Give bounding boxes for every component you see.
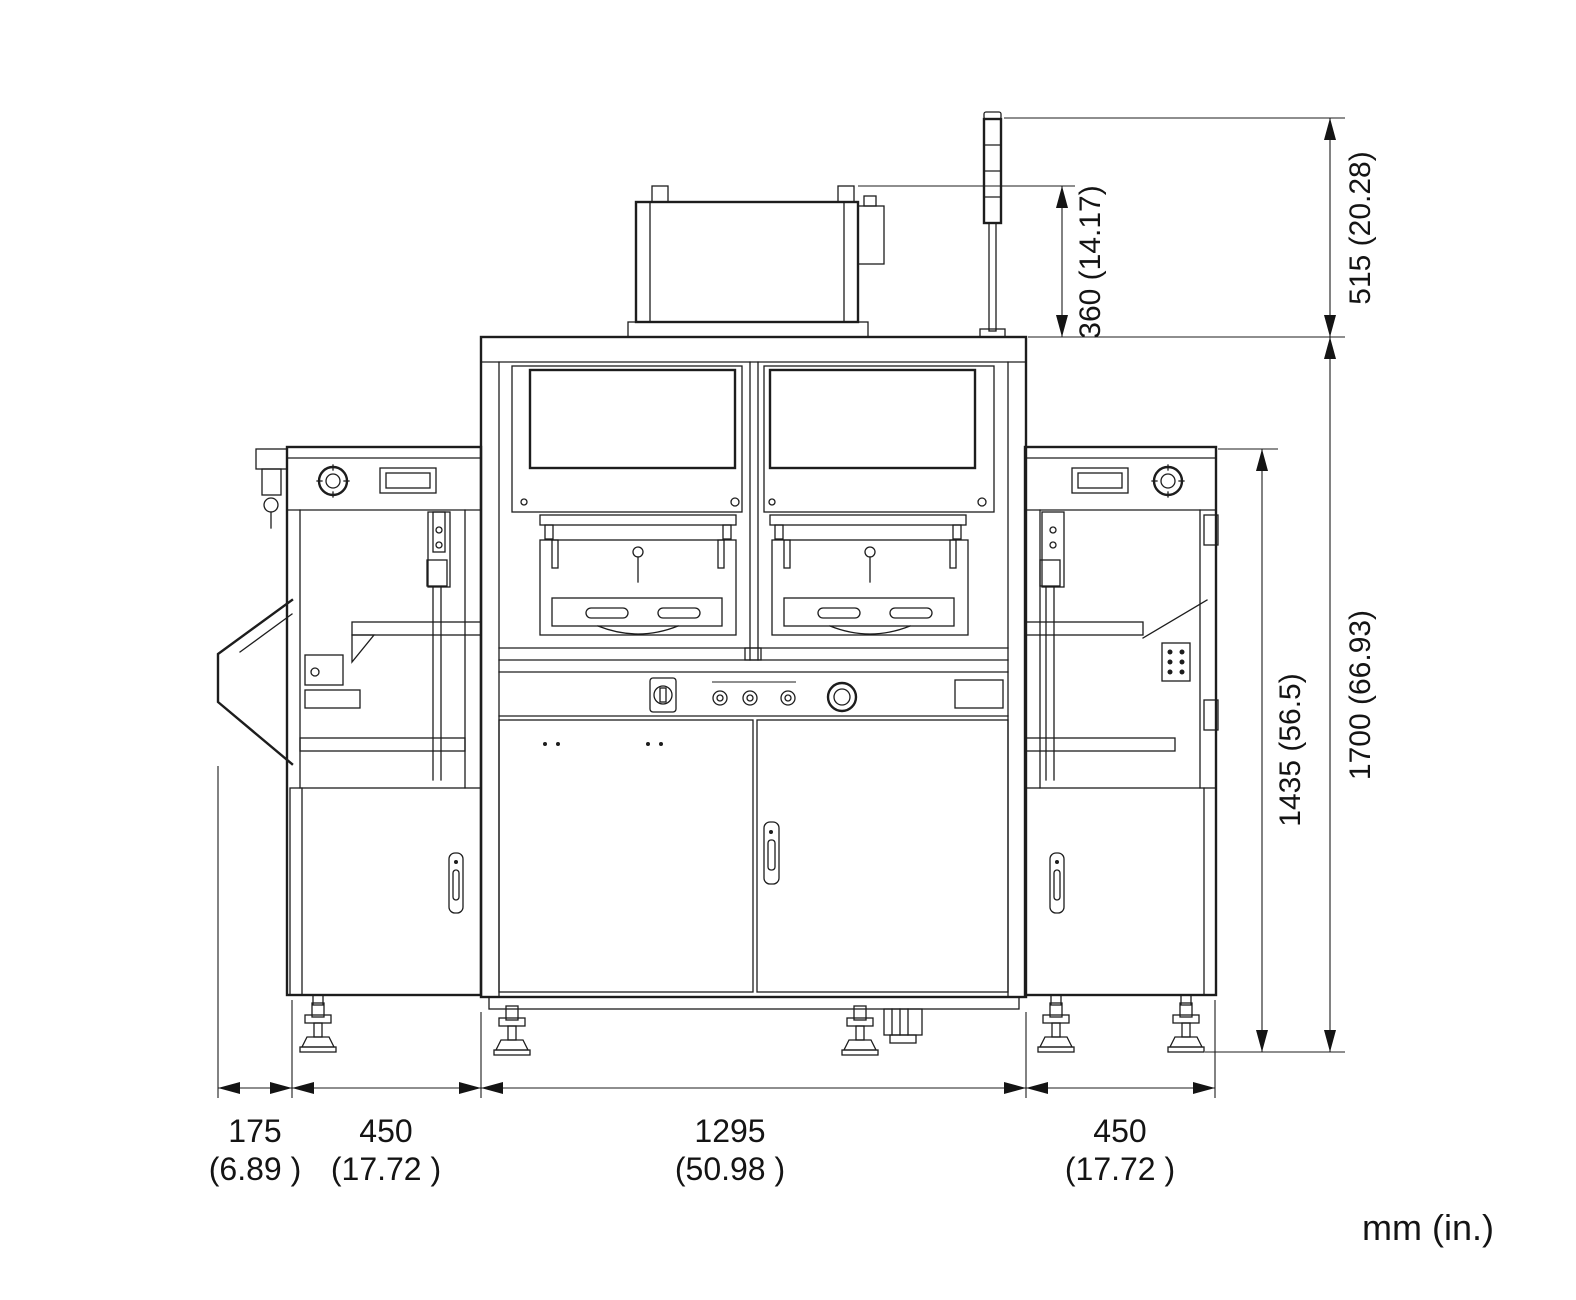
- leveling-foot: [1037, 1002, 1075, 1053]
- dim-signal-tower-height: 515 (20.28): [1324, 118, 1377, 337]
- dim-main-body-width: 1295 (50.98 ): [675, 1113, 785, 1187]
- lower-rail: [299, 737, 466, 752]
- status-display: [1071, 467, 1129, 494]
- leveling-foot: [299, 1002, 337, 1053]
- main-body: [479, 335, 1028, 1056]
- lower-doors: [498, 719, 1009, 993]
- dim-label-515: 515 (20.28): [1344, 151, 1377, 304]
- left-work-chamber: [539, 539, 737, 636]
- dim-module-height: 1435 (56.5): [1256, 449, 1307, 1052]
- dim-left-chute-width: 175 (6.89 ): [209, 1113, 301, 1187]
- conveyor-band: [498, 647, 1009, 661]
- push-button-1: [712, 690, 728, 706]
- leveling-foot: [493, 1005, 531, 1056]
- dim-inches-450-right: (17.72 ): [1065, 1151, 1175, 1187]
- left-module: [216, 445, 483, 1053]
- round-connector: [316, 464, 350, 498]
- dim-label-1435: 1435 (56.5): [1274, 673, 1307, 826]
- dim-label-360: 360 (14.17): [1074, 185, 1107, 338]
- signal-tower: [979, 111, 1006, 338]
- right-hood-window: [763, 365, 995, 540]
- machine-front-view: [216, 111, 1219, 1056]
- dim-inches-1295: (50.98 ): [675, 1151, 785, 1187]
- work-table: [1024, 621, 1144, 636]
- door-handle: [1049, 852, 1065, 914]
- dim-left-module-width: 450 (17.72 ): [331, 1113, 441, 1187]
- leveling-foot: [1167, 1002, 1205, 1053]
- dimension-annotations: 360 (14.17) 515 (20.28) 1700 (66.93) 143…: [209, 117, 1494, 1248]
- dim-inches-450-left: (17.72 ): [331, 1151, 441, 1187]
- control-panel-strip: [498, 671, 1009, 717]
- dim-right-module-width: 450 (17.72 ): [1065, 1113, 1175, 1187]
- dim-top-unit-height: 360 (14.17): [1056, 185, 1107, 339]
- left-cabinet: [289, 787, 482, 996]
- door-handle: [448, 852, 464, 914]
- dim-inches-175: (6.89 ): [209, 1151, 301, 1187]
- right-work-chamber: [771, 539, 969, 636]
- dim-value-1295: 1295: [694, 1113, 765, 1149]
- right-module: [1023, 445, 1219, 1053]
- round-connector: [1151, 464, 1185, 498]
- status-display: [379, 467, 437, 494]
- button-cluster: [1161, 642, 1191, 682]
- work-table: [351, 621, 482, 636]
- leveling-foot: [841, 1005, 879, 1056]
- push-button-2: [742, 690, 758, 706]
- right-door: [756, 719, 1009, 993]
- signal-tower-pole: [988, 222, 997, 332]
- feeder-mechanism: [1039, 511, 1065, 781]
- units-note: mm (in.): [1362, 1207, 1494, 1248]
- motor-block: [883, 1008, 923, 1044]
- dim-value-450-right: 450: [1093, 1113, 1146, 1149]
- dim-overall-height: 1700 (66.93): [1324, 337, 1377, 1052]
- left-hood-window: [511, 365, 743, 540]
- top-unit: [627, 185, 885, 338]
- main-power-switch: [649, 677, 677, 713]
- machine-base: [488, 996, 1020, 1056]
- dim-bottom-chain: 175 (6.89 ) 450 (17.72 ) 1295 (50.98 ) 4…: [209, 1082, 1215, 1187]
- air-regulator: [255, 448, 288, 529]
- dim-value-450-left: 450: [359, 1113, 412, 1149]
- dim-label-1700: 1700 (66.93): [1344, 610, 1377, 780]
- hinge: [1203, 699, 1219, 731]
- feeder-mechanism: [304, 511, 451, 781]
- door-handle: [763, 821, 780, 885]
- right-cabinet: [1024, 787, 1217, 996]
- push-button-3: [780, 690, 796, 706]
- hinge: [1203, 514, 1219, 546]
- left-door: [498, 719, 754, 993]
- left-chute: [216, 598, 294, 766]
- nameplate: [954, 679, 1004, 709]
- lower-rail: [1024, 737, 1176, 752]
- extension-lines: [217, 117, 1345, 1098]
- emergency-stop-button: [826, 681, 858, 713]
- dim-value-175: 175: [228, 1113, 281, 1149]
